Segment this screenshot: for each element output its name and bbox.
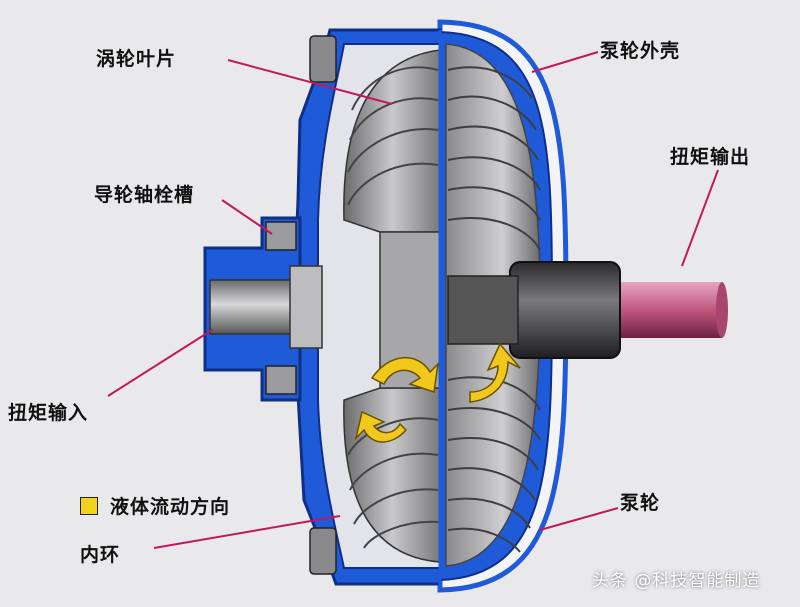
label-inner-ring: 内环 — [80, 544, 121, 566]
flow-direction-legend: 液体流动方向 — [80, 492, 230, 519]
label-torque-output: 扭矩输出 — [670, 146, 751, 168]
label-pump-housing: 泵轮外壳 — [600, 40, 681, 62]
leader-pump-housing — [531, 51, 599, 73]
legend-swatch-icon — [80, 496, 98, 515]
label-torque-input: 扭矩输入 — [8, 402, 89, 424]
flow-arrow-top — [370, 357, 440, 393]
flow-arrow-bottom — [354, 410, 408, 443]
leader-lines — [107, 51, 719, 549]
legend-label: 液体流动方向 — [110, 496, 231, 518]
leader-torque-input — [107, 329, 213, 397]
output-hub — [447, 261, 621, 359]
output-shaft — [610, 282, 728, 338]
flow-arrows — [354, 342, 521, 443]
leader-stator-bolt-slot — [221, 199, 273, 235]
input-hub — [203, 216, 323, 402]
leader-inner-ring — [153, 515, 341, 549]
label-turbine-blades: 涡轮叶片 — [96, 48, 177, 70]
flange-bolts — [265, 35, 337, 575]
watermark: 头条 @科技智能制造 — [592, 571, 761, 591]
flow-arrow-right — [469, 342, 521, 403]
leader-turbine-blades — [227, 59, 393, 105]
label-pump: 泵轮 — [620, 492, 661, 514]
leader-pump — [539, 507, 619, 531]
leader-torque-output — [681, 169, 719, 267]
label-stator-bolt-slot: 导轮轴栓槽 — [94, 184, 195, 206]
